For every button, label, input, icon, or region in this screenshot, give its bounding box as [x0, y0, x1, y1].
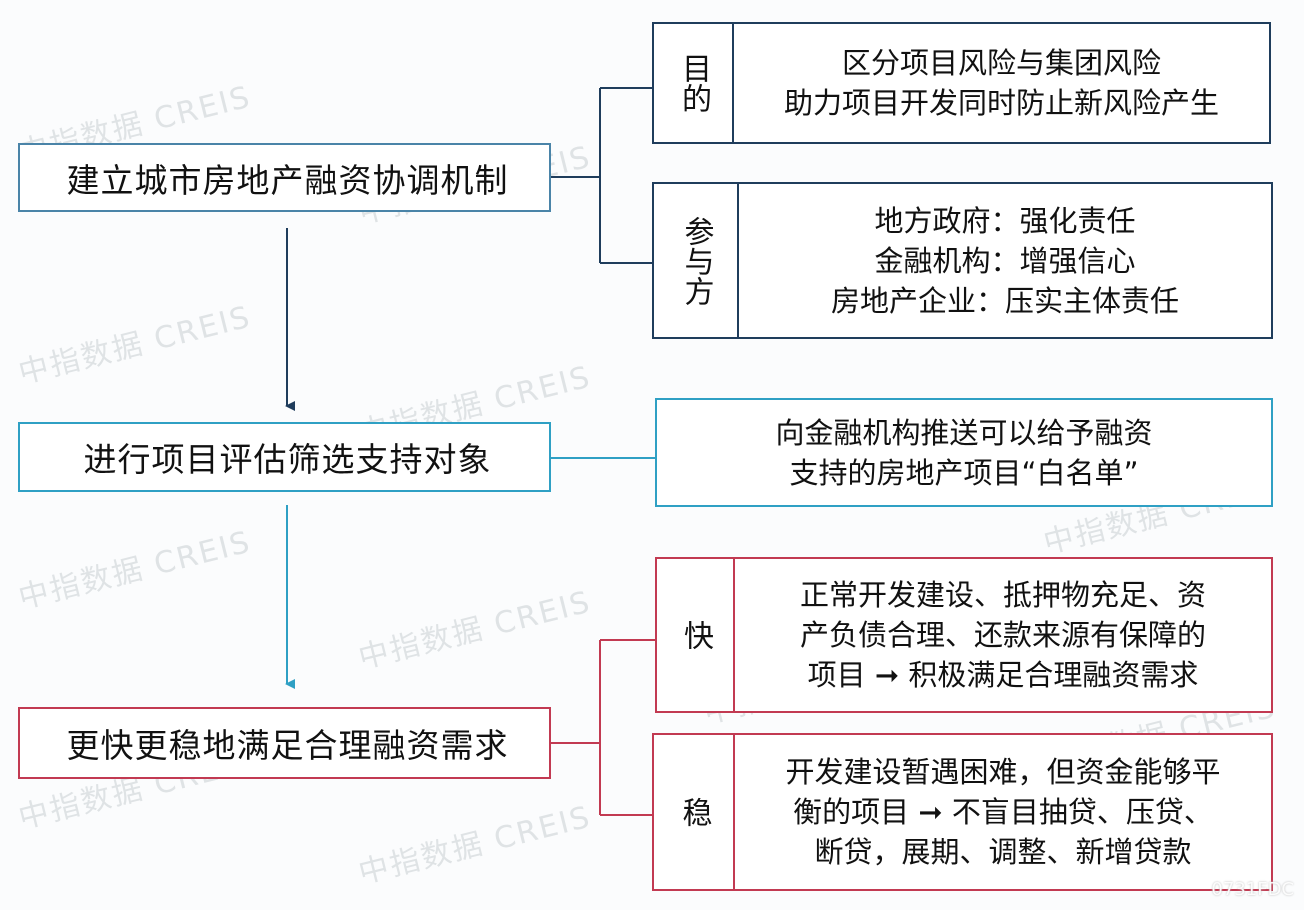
fast-label: 快 [657, 559, 735, 711]
whitelist-line: 支持的房地产项目“白名单” [789, 455, 1139, 490]
purpose-line: 区分项目风险与集团风险 [841, 46, 1161, 80]
stable-box: 稳 开发建设暂遇困难，但资金能够平 衡的项目 ➞ 不盲目抽贷、压贷、 断贷，展期… [652, 733, 1273, 891]
fast-box: 快 正常开发建设、抵押物充足、资 产负债合理、还款来源有保障的 项目 ➞ 积极满… [655, 557, 1273, 713]
stable-line: 断贷，展期、调整、新增贷款 [814, 835, 1192, 869]
connector-step1 [551, 87, 652, 264]
stable-line: 衡的项目 ➞ 不盲目抽贷、压贷、 [793, 795, 1213, 829]
stable-line: 开发建设暂遇困难，但资金能够平 [785, 755, 1221, 789]
fast-line: 正常开发建设、抵押物充足、资 [799, 578, 1206, 612]
step-box-project-evaluation: 进行项目评估筛选支持对象 [18, 422, 551, 492]
whitelist-box: 向金融机构推送可以给予融资 支持的房地产项目“白名单” [655, 398, 1273, 507]
fast-line: 项目 ➞ 积极满足合理融资需求 [807, 658, 1199, 692]
purpose-box: 目的 区分项目风险与集团风险 助力项目开发同时防止新风险产生 [652, 22, 1271, 144]
step-title: 建立城市房地产融资协调机制 [66, 160, 509, 200]
corner-watermark: 0731FDC [1211, 879, 1294, 900]
fast-line: 产负债合理、还款来源有保障的 [799, 618, 1206, 652]
connector-step3 [551, 639, 655, 816]
participant-line: 金融机构：增强信心 [874, 243, 1136, 278]
step-box-financing-demand: 更快更稳地满足合理融资需求 [18, 707, 551, 779]
whitelist-line: 向金融机构推送可以给予融资 [775, 415, 1153, 450]
participant-line: 地方政府：强化责任 [874, 203, 1136, 238]
step-title: 更快更稳地满足合理融资需求 [66, 726, 509, 765]
stable-label: 稳 [654, 735, 735, 889]
purpose-label: 目的 [654, 24, 734, 142]
participants-label: 参与方 [654, 184, 739, 337]
step-box-coordination-mechanism: 建立城市房地产融资协调机制 [18, 143, 551, 212]
participant-line: 房地产企业：压实主体责任 [830, 283, 1179, 318]
participants-box: 参与方 地方政府：强化责任 金融机构：增强信心 房地产企业：压实主体责任 [652, 182, 1273, 339]
step-title: 进行项目评估筛选支持对象 [83, 440, 492, 479]
purpose-line: 助力项目开发同时防止新风险产生 [783, 86, 1219, 120]
